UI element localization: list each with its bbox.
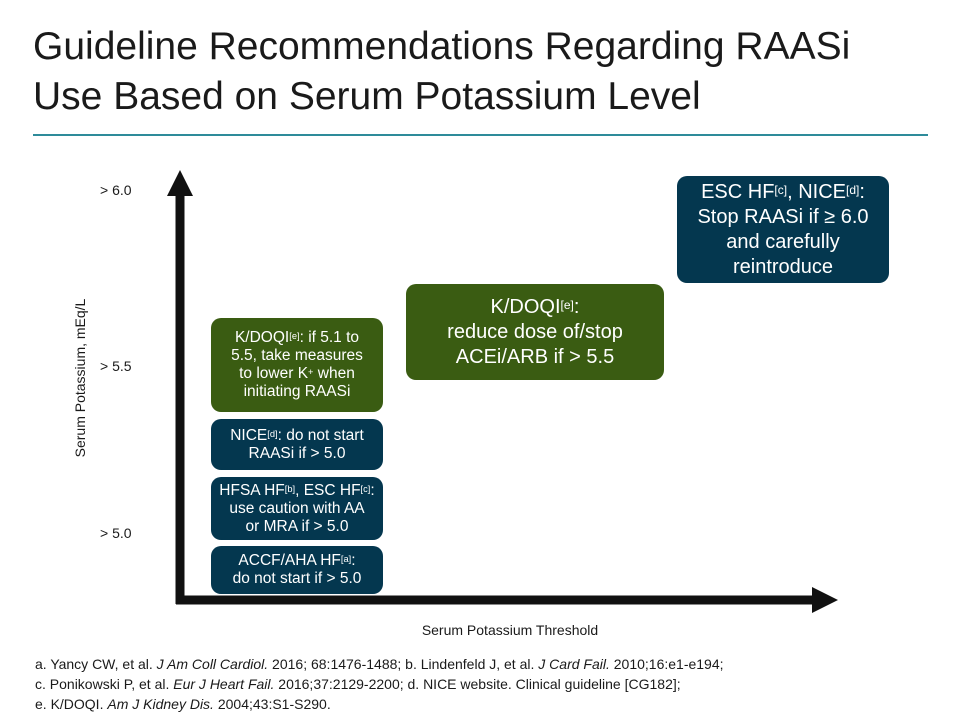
box-hfsa-esc: HFSA HF[b], ESC HF[c]: use caution with …	[211, 477, 383, 540]
text: NICE	[230, 426, 268, 444]
text: 2016;37:2129-2200; d. NICE website. Clin…	[274, 676, 681, 692]
y-level-5-5: > 5.5	[100, 358, 132, 374]
y-level-6-0: > 6.0	[100, 182, 132, 198]
text: , ESC HF	[295, 481, 361, 499]
citation: [b]	[284, 483, 296, 494]
journal: J Card Fail.	[538, 656, 610, 672]
reference-line-2: c. Ponikowski P, et al. Eur J Heart Fail…	[35, 674, 724, 694]
text: ESC HF	[701, 180, 775, 203]
box-kdoqi-measures: K/DOQI[e]: if 5.1 to 5.5, take measures …	[211, 318, 383, 412]
text: when	[313, 365, 355, 382]
reference-line-1: a. Yancy CW, et al. J Am Coll Cardiol. 2…	[35, 654, 724, 674]
title-line-2: Use Based on Serum Potassium Level	[33, 75, 701, 118]
citation: [e]	[560, 297, 574, 312]
text: to lower K	[239, 365, 309, 382]
citation: [d]	[267, 428, 278, 439]
text: :	[573, 295, 580, 318]
x-axis-arrowhead	[812, 587, 838, 613]
references: a. Yancy CW, et al. J Am Coll Cardiol. 2…	[35, 654, 724, 714]
box-kdoqi-reduce: K/DOQI[e]: reduce dose of/stop ACEi/ARB …	[406, 284, 664, 380]
text: initiating RAASi	[243, 383, 351, 400]
y-axis-arrowhead	[167, 170, 193, 196]
text: 2010;16:e1-e194;	[609, 656, 724, 672]
text: use caution with AA	[229, 499, 365, 517]
journal: J Am Coll Cardiol.	[156, 656, 269, 672]
text: reduce dose of/stop	[447, 320, 623, 343]
x-axis-title: Serum Potassium Threshold	[421, 622, 599, 638]
citation: [d]	[846, 182, 860, 197]
text: or MRA if > 5.0	[245, 517, 349, 535]
text: :	[351, 552, 356, 569]
text: :	[859, 180, 865, 203]
text: reintroduce	[732, 255, 834, 278]
text: ACCF/AHA HF	[238, 552, 341, 569]
text: do not start if > 5.0	[232, 570, 362, 587]
slide-title: Guideline Recommendations Regarding RAAS…	[33, 22, 850, 122]
y-level-5-0: > 5.0	[100, 525, 132, 541]
citation: [a]	[340, 554, 352, 564]
box-esc-nice-stop: ESC HF[c], NICE[d]: Stop RAASi if ≥ 6.0 …	[677, 176, 889, 283]
citation: [e]	[289, 331, 300, 341]
box-accf-aha: ACCF/AHA HF[a]: do not start if > 5.0	[211, 546, 383, 594]
text: K/DOQI	[234, 329, 290, 346]
text: and carefully	[726, 230, 840, 253]
text: : if 5.1 to	[299, 329, 360, 346]
citation: [c]	[360, 483, 371, 494]
text: 2016; 68:1476-1488; b. Lindenfeld J, et …	[268, 656, 539, 672]
title-line-1: Guideline Recommendations Regarding RAAS…	[33, 25, 851, 68]
text: 2004;43:S1-S290.	[213, 696, 331, 712]
box-nice-start: NICE[d]: do not start RAASi if > 5.0	[211, 419, 383, 470]
text: , NICE	[787, 180, 846, 203]
text: a. Yancy CW, et al.	[35, 656, 157, 672]
text: ACEi/ARB if > 5.5	[455, 345, 615, 368]
text: 5.5, take measures	[231, 347, 363, 364]
superscript: +	[308, 367, 314, 377]
text: : do not start	[277, 426, 364, 444]
citation: [c]	[774, 182, 788, 197]
text: c. Ponikowski P, et al.	[35, 676, 174, 692]
journal: Eur J Heart Fail.	[173, 676, 275, 692]
text: :	[370, 481, 375, 499]
journal: Am J Kidney Dis.	[107, 696, 214, 712]
reference-line-3: e. K/DOQI. Am J Kidney Dis. 2004;43:S1-S…	[35, 694, 724, 714]
title-divider	[33, 134, 928, 136]
text: e. K/DOQI.	[35, 696, 108, 712]
text: HFSA HF	[219, 481, 285, 499]
text: RAASi if > 5.0	[248, 444, 346, 462]
text: Stop RAASi if ≥ 6.0	[697, 205, 869, 228]
text: K/DOQI	[490, 295, 561, 318]
y-axis-title: Serum Potassium, mEq/L	[72, 298, 88, 458]
